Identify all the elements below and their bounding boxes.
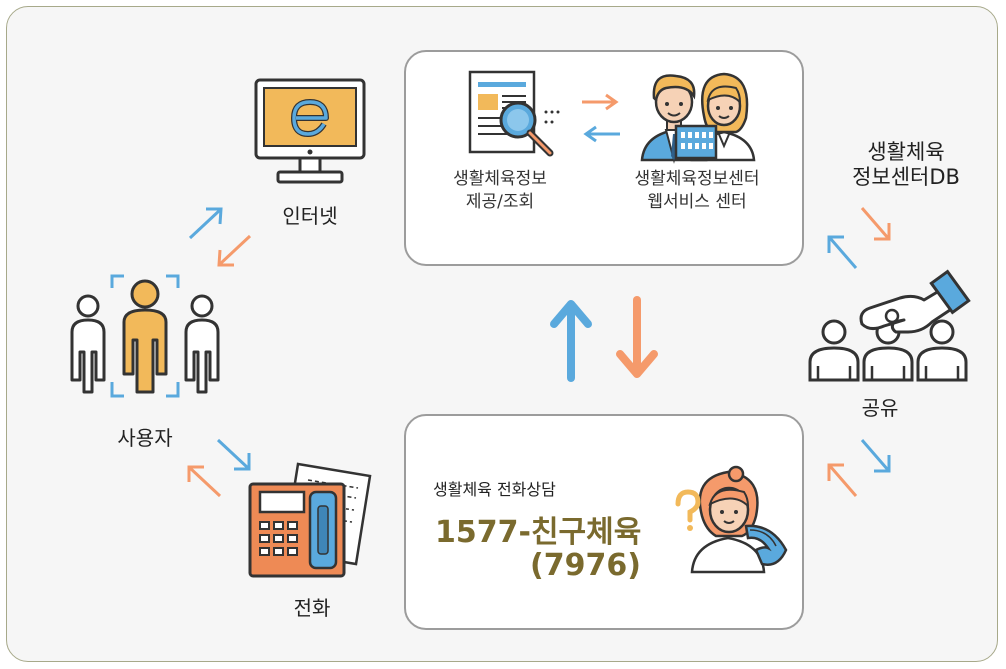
download-arrow [616,296,658,378]
internet-to-users-arrow [217,234,252,267]
db-to-card-arrow [860,207,891,241]
internet-label: 인터넷 [282,204,338,228]
users-group-icon [70,274,220,398]
share-label: 공유 [861,396,899,420]
share-hand-icon [808,269,971,382]
phone-label: 전화 [293,596,331,620]
exchange-arrows-icon [582,93,620,143]
users-to-phone-arrow [216,438,251,471]
phone-counsel-subtitle: 생활체육 전화상담 [433,480,556,499]
users-label: 사용자 [117,426,173,450]
web-service-label: 생활체육정보센터 웹서비스 센터 [634,169,760,212]
document-search-icon [468,70,560,157]
phone-number-line2: (7976) [530,548,641,583]
db-label: 생활체육 정보센터DB [852,140,960,190]
users-to-internet-arrow [188,207,223,240]
card-to-share-arrow [827,463,858,497]
internet-monitor-icon [254,78,366,184]
call-agent-icon [675,465,788,574]
upload-arrow [550,300,592,382]
phone-number-line1: 1577-친구체육 [435,515,642,550]
info-provide-label: 생활체육정보 제공/조회 [453,169,547,212]
share-to-card-arrow [860,439,891,473]
telephone-icon [248,462,372,578]
staff-icon [640,72,756,164]
phone-to-users-arrow [187,465,222,498]
card-to-db-arrow [827,235,858,269]
